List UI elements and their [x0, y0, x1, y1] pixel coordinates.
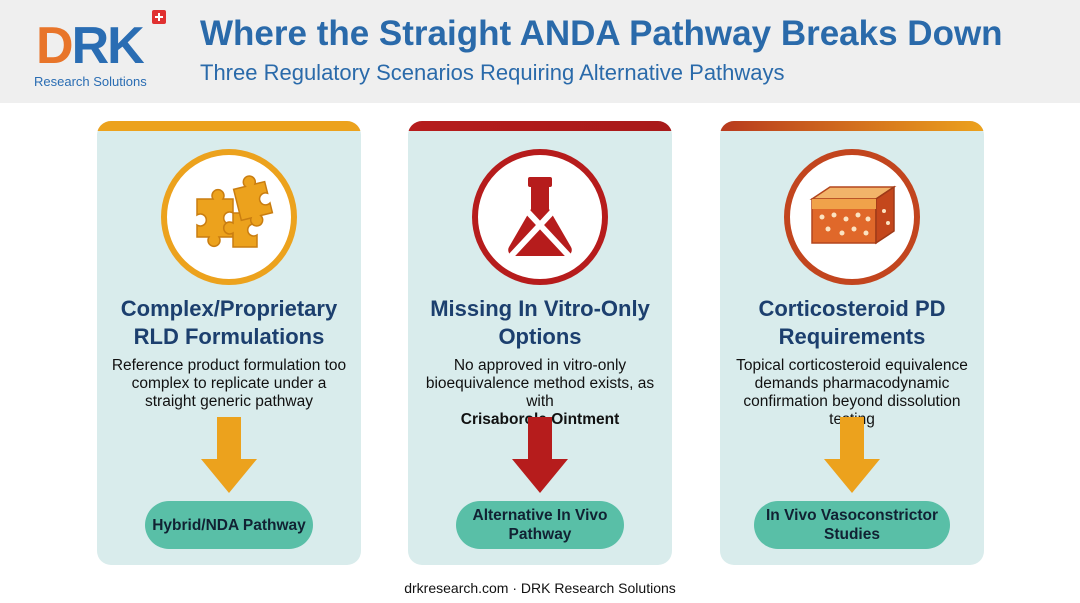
- page-subtitle: Three Regulatory Scenarios Requiring Alt…: [200, 60, 785, 85]
- header-banner: DRK Research Solutions Where the Straigh…: [0, 0, 1080, 103]
- scenario-card-missing-in-vitro: Missing In Vitro-Only Options No approve…: [408, 121, 672, 565]
- logo-mark-rest: RK: [71, 17, 145, 75]
- logo-tagline: Research Solutions: [34, 74, 147, 89]
- outcome-pill: In Vivo Vasoconstrictor Studies: [754, 501, 950, 549]
- outcome-pill: Alternative In Vivo Pathway: [456, 501, 624, 549]
- logo-mark: DRK: [36, 16, 145, 76]
- card-accent-bar: [408, 121, 672, 131]
- scenario-card-corticosteroid: Corticosteroid PD Requirements Topical c…: [720, 121, 984, 565]
- card-title: Complex/Proprietary RLD Formulations: [120, 296, 338, 349]
- card-accent-bar: [97, 121, 361, 131]
- crossed-flask-icon: [472, 149, 608, 285]
- logo-mark-text: D: [36, 17, 74, 75]
- drk-logo: DRK Research Solutions: [30, 8, 170, 94]
- description-text: No approved in vitro-only bioequivalence…: [425, 357, 655, 410]
- page-title: Where the Straight ANDA Pathway Breaks D…: [200, 14, 1003, 53]
- down-arrow-icon: [824, 417, 880, 493]
- card-description: No approved in vitro-only bioequivalence…: [416, 357, 664, 429]
- puzzle-pieces-icon: [161, 149, 297, 285]
- card-title: Corticosteroid PD Requirements: [758, 296, 946, 349]
- skin-layer-icon: [784, 149, 920, 285]
- outcome-pill: Hybrid/NDA Pathway: [145, 501, 313, 549]
- card-title: Missing In Vitro-Only Options: [430, 296, 650, 349]
- footer-text: drkresearch.com · DRK Research Solutions: [404, 580, 676, 596]
- scenario-card-complex-formulations: Complex/Proprietary RLD Formulations Ref…: [97, 121, 361, 565]
- swiss-flag-icon: [152, 10, 166, 24]
- card-description: Reference product formulation too comple…: [105, 357, 353, 411]
- card-accent-bar: [720, 121, 984, 131]
- down-arrow-icon: [201, 417, 257, 493]
- description-text: Reference product formulation too comple…: [111, 357, 347, 410]
- down-arrow-icon: [512, 417, 568, 493]
